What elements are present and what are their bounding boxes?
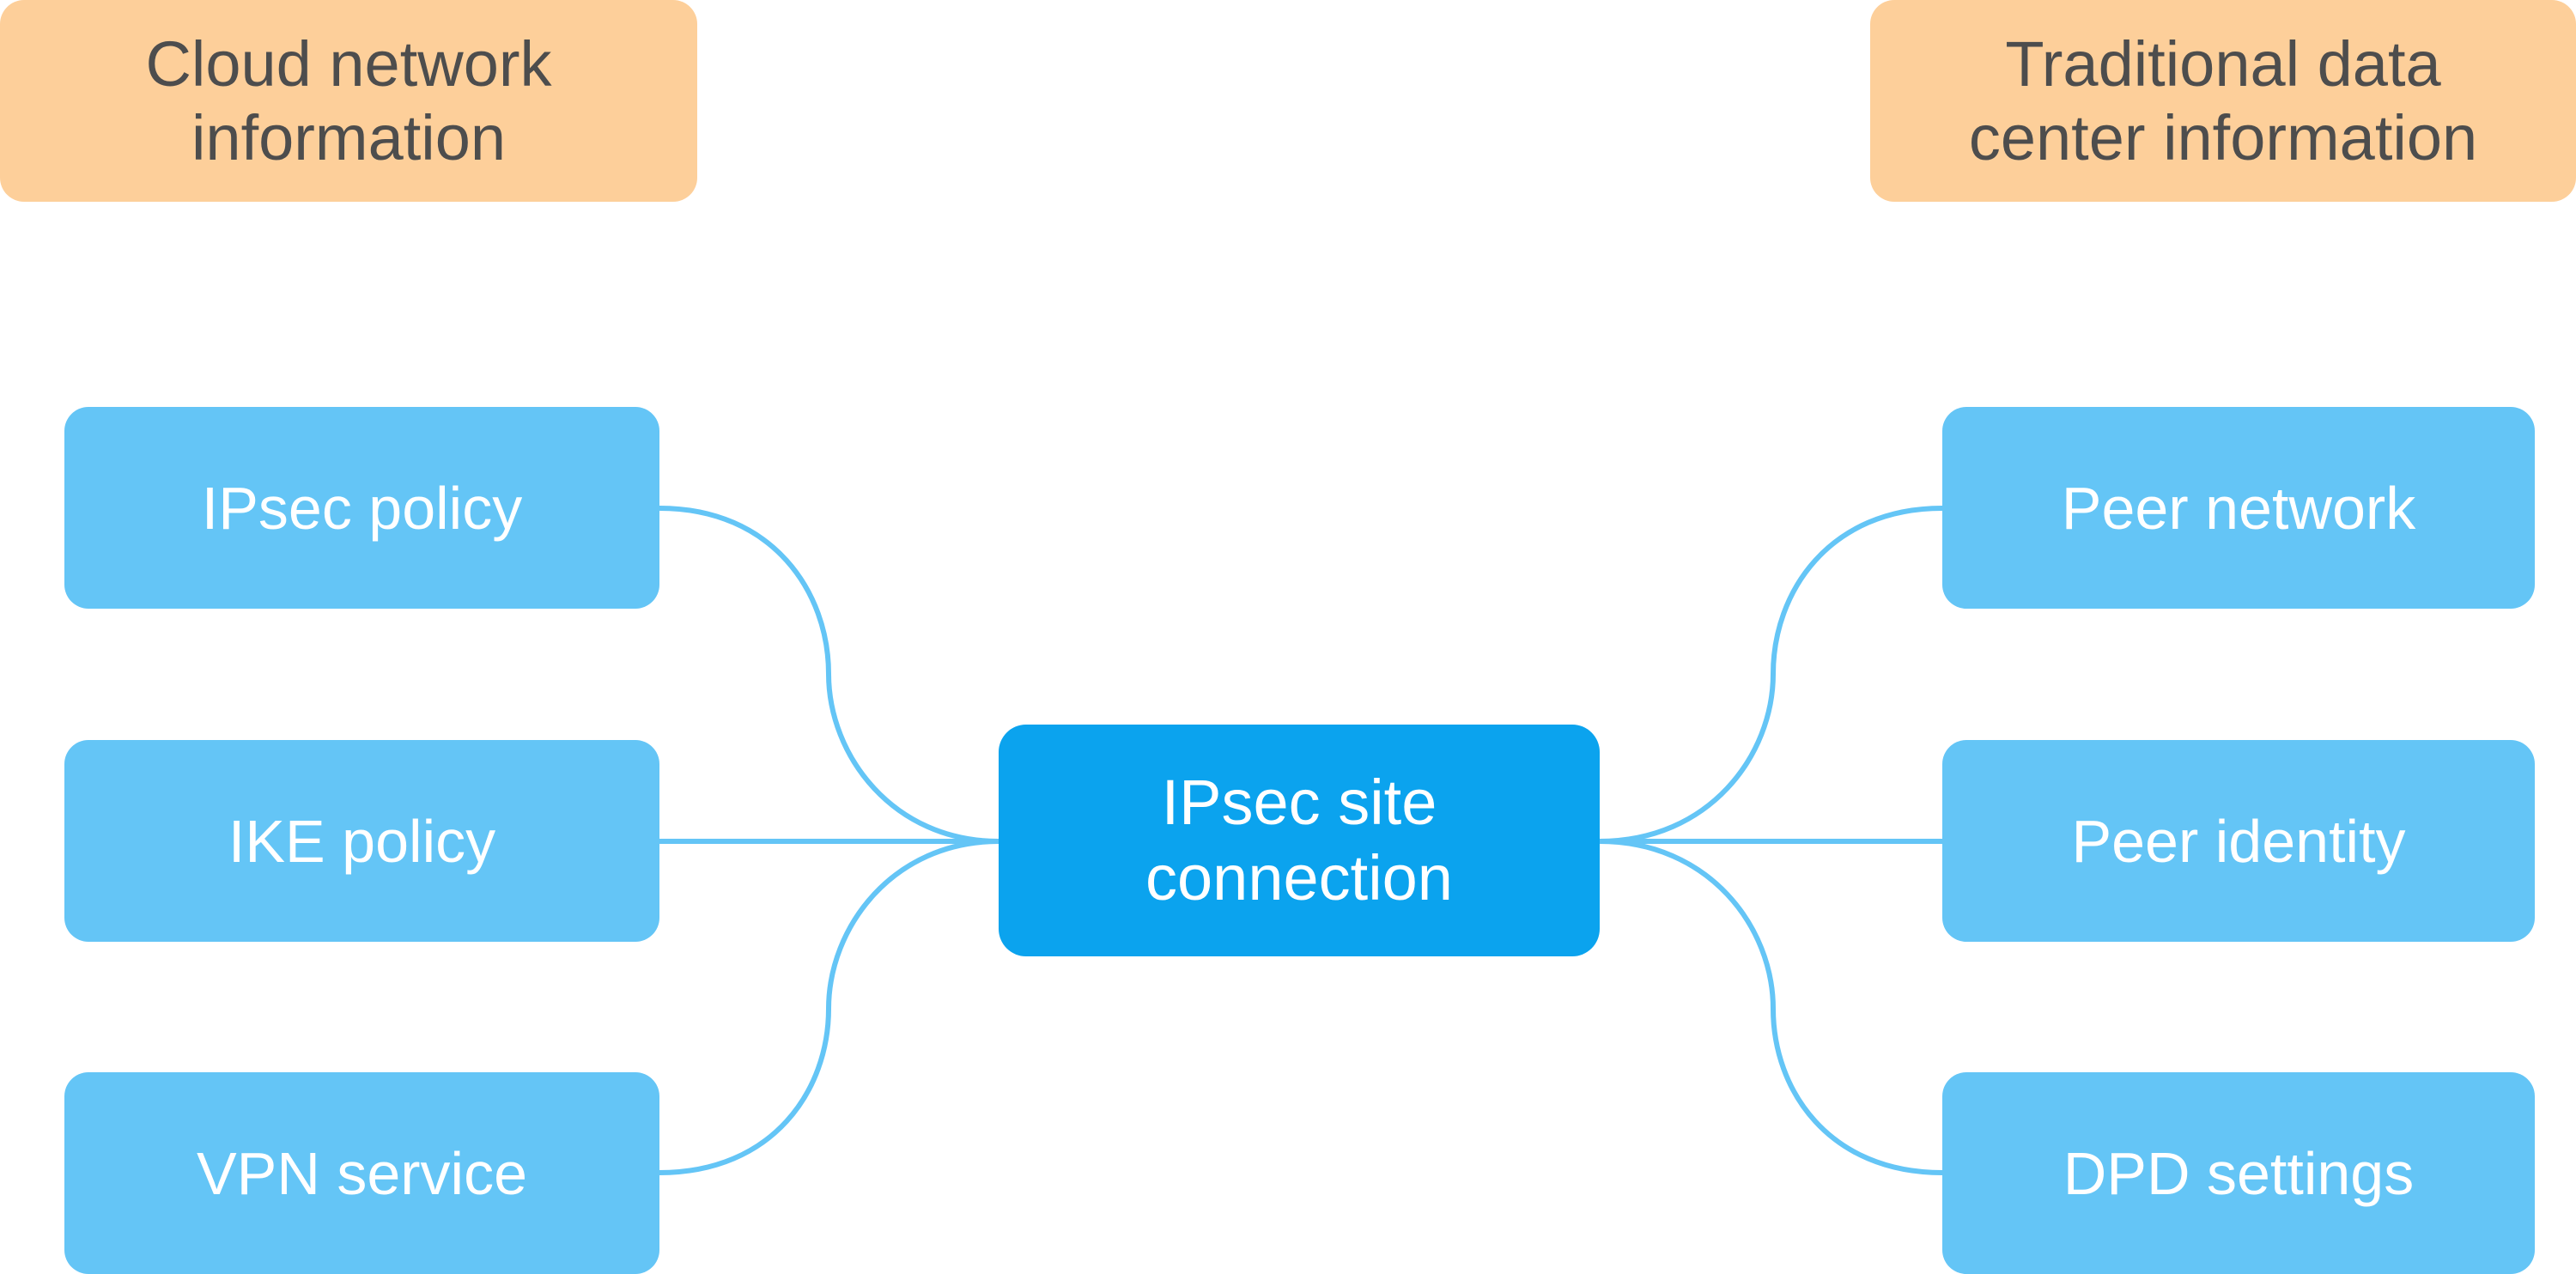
node-ike-policy-label: IKE policy: [228, 807, 496, 875]
header-cloud-network-line2: information: [191, 101, 507, 173]
node-ipsec-policy: IPsec policy: [64, 407, 659, 609]
node-vpn-service: VPN service: [64, 1072, 659, 1274]
connector-vpn-service: [659, 839, 999, 1175]
node-vpn-service-label: VPN service: [196, 1139, 528, 1207]
node-peer-identity-label: Peer identity: [2071, 807, 2406, 875]
connector-peer-network: [1599, 506, 1943, 844]
node-ipsec-site-connection: IPsec site connection: [999, 725, 1600, 956]
connector-dpd-settings: [1599, 839, 1943, 1175]
node-ipsec-policy-label: IPsec policy: [201, 474, 523, 542]
node-ike-policy: IKE policy: [64, 740, 659, 942]
node-dpd-settings: DPD settings: [1942, 1072, 2535, 1274]
header-cloud-network: Cloud network information: [0, 0, 697, 202]
node-peer-network: Peer network: [1942, 407, 2535, 609]
node-peer-network-label: Peer network: [2061, 474, 2416, 542]
header-traditional-line1: Traditional data: [2005, 27, 2441, 100]
center-line1: IPsec site: [1161, 767, 1437, 838]
header-traditional-line2: center information: [1968, 101, 2478, 173]
node-peer-identity: Peer identity: [1942, 740, 2535, 942]
header-cloud-network-line1: Cloud network: [145, 27, 552, 100]
header-traditional-data-center: Traditional data center information: [1870, 0, 2576, 202]
center-line2: connection: [1145, 842, 1453, 913]
node-dpd-settings-label: DPD settings: [2063, 1139, 2415, 1207]
connector-ipsec-policy: [659, 506, 999, 844]
